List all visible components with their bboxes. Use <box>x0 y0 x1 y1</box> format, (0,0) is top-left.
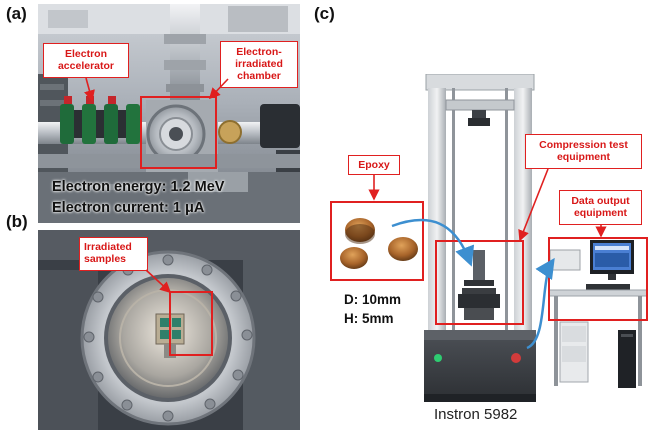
compression-test-frame <box>435 240 524 325</box>
data-output-equipment-callout: Data output equipment <box>559 190 642 225</box>
irradiated-samples-callout: Irradiated samples <box>79 237 148 271</box>
chamber-highlight-frame <box>140 96 217 169</box>
electron-irradiated-chamber-callout: Electron-irradiated chamber <box>220 41 298 88</box>
electron-accelerator-callout: Electron accelerator <box>43 43 129 78</box>
data-output-equipment-photo <box>548 234 648 392</box>
accelerator-photo <box>38 4 300 223</box>
panel-label-c: (c) <box>314 4 335 23</box>
electron-current-text: Electron current: 1 μA <box>52 200 205 216</box>
machine-caption: Instron 5982 <box>434 406 518 423</box>
instron-machine-photo <box>424 74 536 402</box>
compression-test-equipment-callout: Compression test equipment <box>525 134 642 169</box>
epoxy-callout: Epoxy <box>348 155 400 175</box>
panel-label-a: (a) <box>6 4 27 23</box>
panel-label-b: (b) <box>6 212 28 231</box>
epoxy-samples-photo <box>330 201 423 281</box>
electron-energy-text: Electron energy: 1.2 MeV <box>52 179 225 195</box>
data-output-frame <box>548 237 648 321</box>
height-label: H: 5mm <box>344 311 394 326</box>
epoxy-frame <box>330 201 424 281</box>
samples-highlight-frame <box>169 291 213 356</box>
diameter-label: D: 10mm <box>344 292 402 307</box>
